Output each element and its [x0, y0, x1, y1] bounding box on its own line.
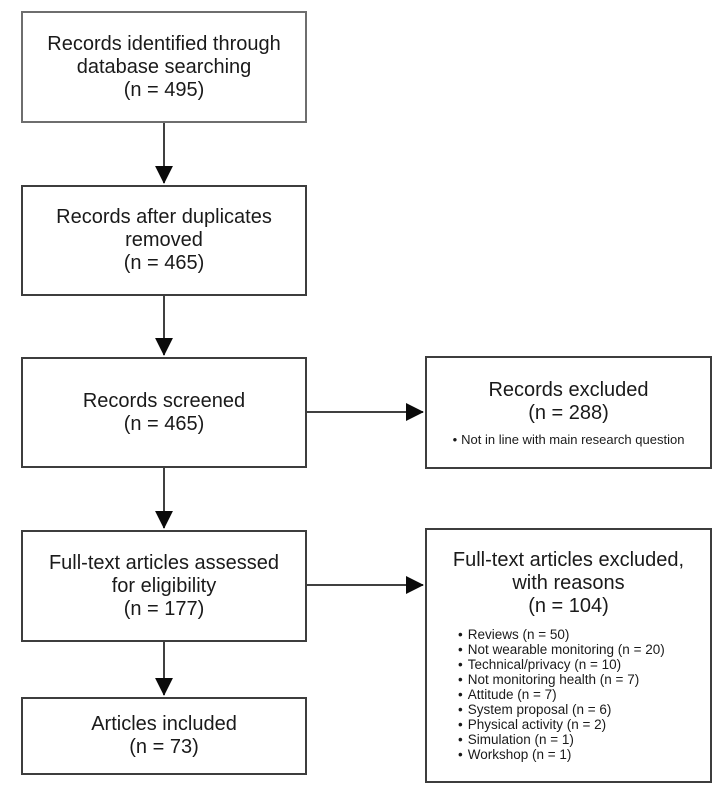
exclusion-reason-text: Workshop (n = 1) — [467, 747, 572, 762]
exclusion-reason: • Workshop (n = 1) — [458, 747, 665, 762]
bullet-marker: • — [458, 627, 463, 642]
exclusion-reason: • Simulation (n = 1) — [458, 732, 665, 747]
exclusion-reason: • Attitude (n = 7) — [458, 687, 665, 702]
box-fulltext-excluded: Full-text articles excluded, with reason… — [425, 528, 712, 783]
exclusion-reason-text: Not monitoring health (n = 7) — [467, 672, 640, 687]
box-records-excluded: Records excluded (n = 288) •Not in line … — [425, 356, 712, 469]
box-text-line: Full-text articles assessed — [48, 551, 280, 574]
bullet-marker: • — [458, 717, 463, 732]
box-text-line: Full-text articles excluded, — [452, 549, 685, 571]
box-text-line: removed — [125, 229, 203, 251]
bullet-marker: • — [452, 431, 458, 447]
box-count: (n = 465) — [123, 252, 205, 274]
exclusion-reason: •Not in line with main research question — [453, 432, 685, 447]
exclusion-reason: • Technical/privacy (n = 10) — [458, 657, 665, 672]
bullet-marker: • — [458, 687, 463, 702]
box-count: (n = 177) — [123, 597, 205, 620]
bullet-marker: • — [458, 702, 463, 717]
exclusion-reason-text: Physical activity (n = 2) — [467, 717, 607, 732]
box-count: (n = 465) — [123, 412, 205, 435]
box-count: (n = 73) — [129, 736, 199, 758]
box-records-identified: Records identified through database sear… — [21, 11, 307, 123]
bullet-marker: • — [458, 657, 463, 672]
bullet-marker: • — [458, 732, 463, 747]
exclusion-reason: • Reviews (n = 50) — [458, 627, 665, 642]
exclusion-reason-text: Simulation (n = 1) — [467, 732, 574, 747]
box-records-screened: Records screened (n = 465) — [21, 357, 307, 468]
exclusion-reason: • Not wearable monitoring (n = 20) — [458, 642, 665, 657]
bullet-marker: • — [458, 672, 463, 687]
exclusion-reason: • Not monitoring health (n = 7) — [458, 672, 665, 687]
exclusion-reason-text: Technical/privacy (n = 10) — [467, 657, 622, 672]
box-text-line: for eligibility — [111, 574, 217, 597]
box-count: (n = 288) — [528, 401, 609, 424]
exclusion-reason-list: • Reviews (n = 50) • Not wearable monitori… — [427, 627, 665, 762]
exclusion-reason-text: Reviews (n = 50) — [467, 627, 570, 642]
exclusion-reason: • Physical activity (n = 2) — [458, 717, 665, 732]
box-text-line: Records screened — [82, 389, 246, 412]
box-text-line: with reasons — [512, 572, 625, 594]
exclusion-reason-text: Not in line with main research question — [461, 431, 685, 447]
exclusion-reason-text: Not wearable monitoring (n = 20) — [467, 642, 665, 657]
box-text-line: Records excluded — [488, 378, 649, 401]
box-articles-included: Articles included (n = 73) — [21, 697, 307, 775]
bullet-marker: • — [458, 747, 463, 762]
box-duplicates-removed: Records after duplicates removed (n = 46… — [21, 185, 307, 296]
exclusion-reason-text: System proposal (n = 6) — [467, 702, 612, 717]
box-text-line: Records identified through — [47, 32, 281, 55]
box-text-line: database searching — [76, 55, 252, 78]
box-count: (n = 104) — [528, 595, 609, 617]
box-count: (n = 495) — [123, 78, 205, 101]
exclusion-reason-text: Attitude (n = 7) — [467, 687, 557, 702]
box-text-line: Records after duplicates — [56, 206, 272, 228]
box-text-line: Articles included — [91, 713, 237, 735]
exclusion-reason: • System proposal (n = 6) — [458, 702, 665, 717]
bullet-marker: • — [458, 642, 463, 657]
box-fulltext-assessed: Full-text articles assessed for eligibil… — [21, 530, 307, 642]
